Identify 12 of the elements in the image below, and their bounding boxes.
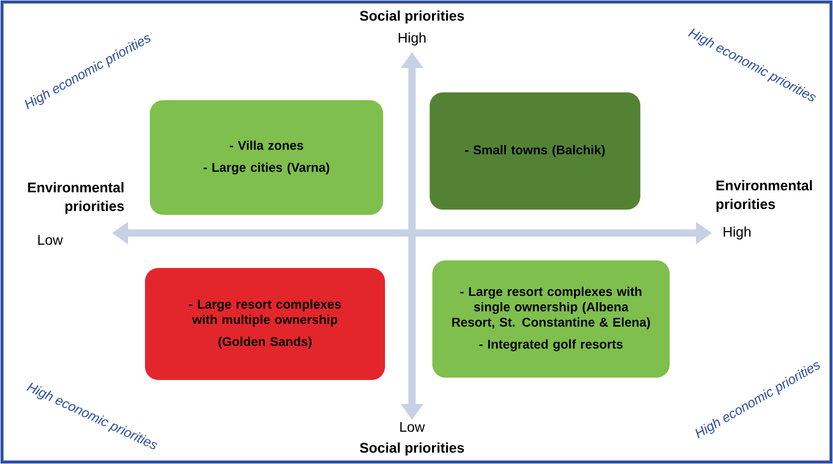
axis-title: Environmental priorities — [28, 182, 124, 214]
axis-end-label: Low — [400, 422, 425, 432]
axis-end-label: High — [398, 32, 426, 46]
axis-end-label: Low — [38, 235, 63, 245]
axis-title: Social priorities — [360, 442, 464, 456]
quadrant-box: - Villa zones - Large cities (Varna) — [150, 100, 384, 215]
quadrant-box: - Small towns (Balchik) — [430, 92, 640, 210]
axis-title: Environmental priorities — [716, 180, 812, 212]
quadrant-box: - Large resort complexes with single ownership (Albena Resort, St. Constantine & Elena) - Integrated golf resorts — [432, 260, 670, 378]
quadrant-box: - Large resort complexes with multiple ownership (Golden Sands) — [145, 268, 385, 380]
axis-title: Social priorities — [360, 10, 464, 24]
axis-end-label: High — [724, 226, 750, 240]
